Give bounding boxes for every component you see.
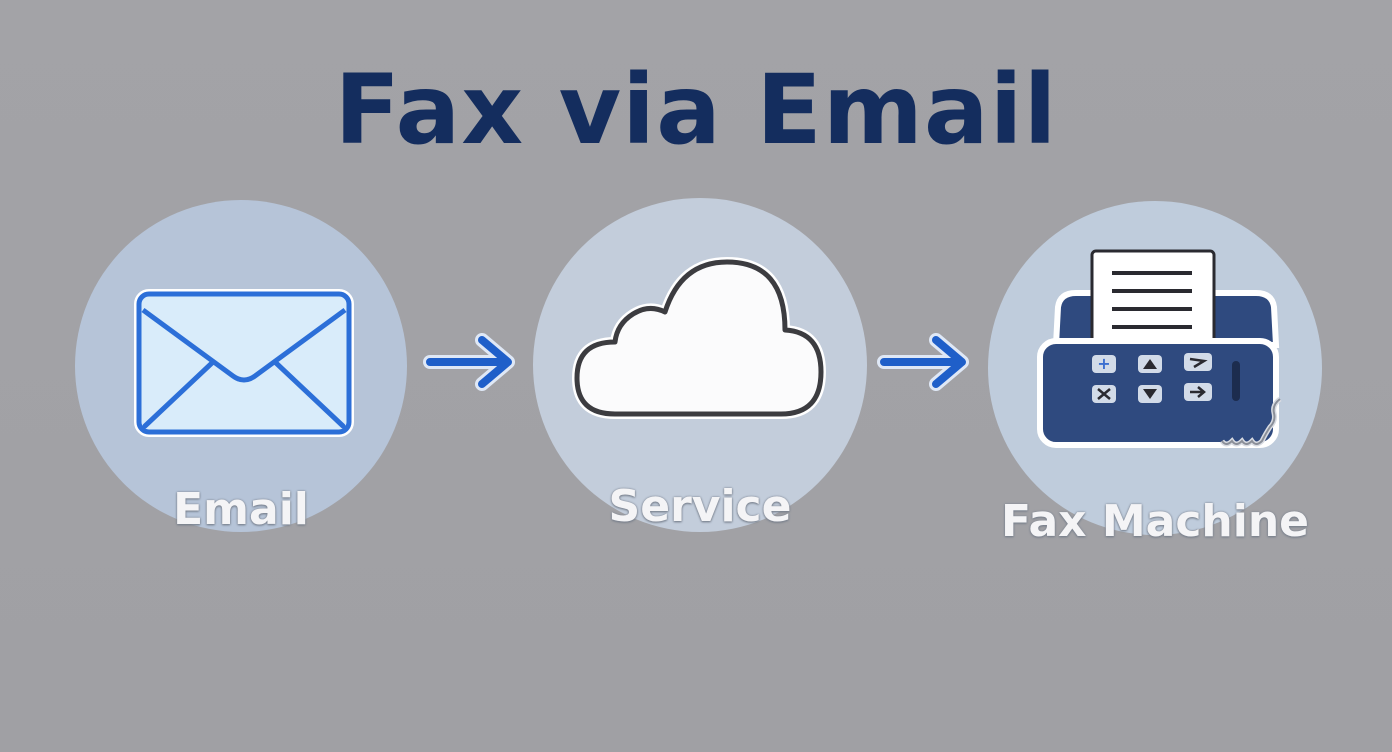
service-label: Service [608, 481, 792, 532]
service-node: Service [533, 198, 867, 532]
arrow-right-icon [877, 333, 969, 391]
cloud-icon [572, 257, 826, 419]
envelope-icon [134, 289, 354, 437]
diagram-title: Fax via Email [334, 54, 1058, 166]
svg-text:+: + [1097, 354, 1110, 373]
email-node: Email [75, 200, 407, 535]
fax-machine-node: + Fax Machine [988, 201, 1322, 547]
arrow-right-icon [423, 333, 515, 391]
email-label: Email [173, 484, 309, 535]
fax-machine-label: Fax Machine [1001, 496, 1309, 547]
fax-machine-icon: + [1037, 249, 1282, 448]
